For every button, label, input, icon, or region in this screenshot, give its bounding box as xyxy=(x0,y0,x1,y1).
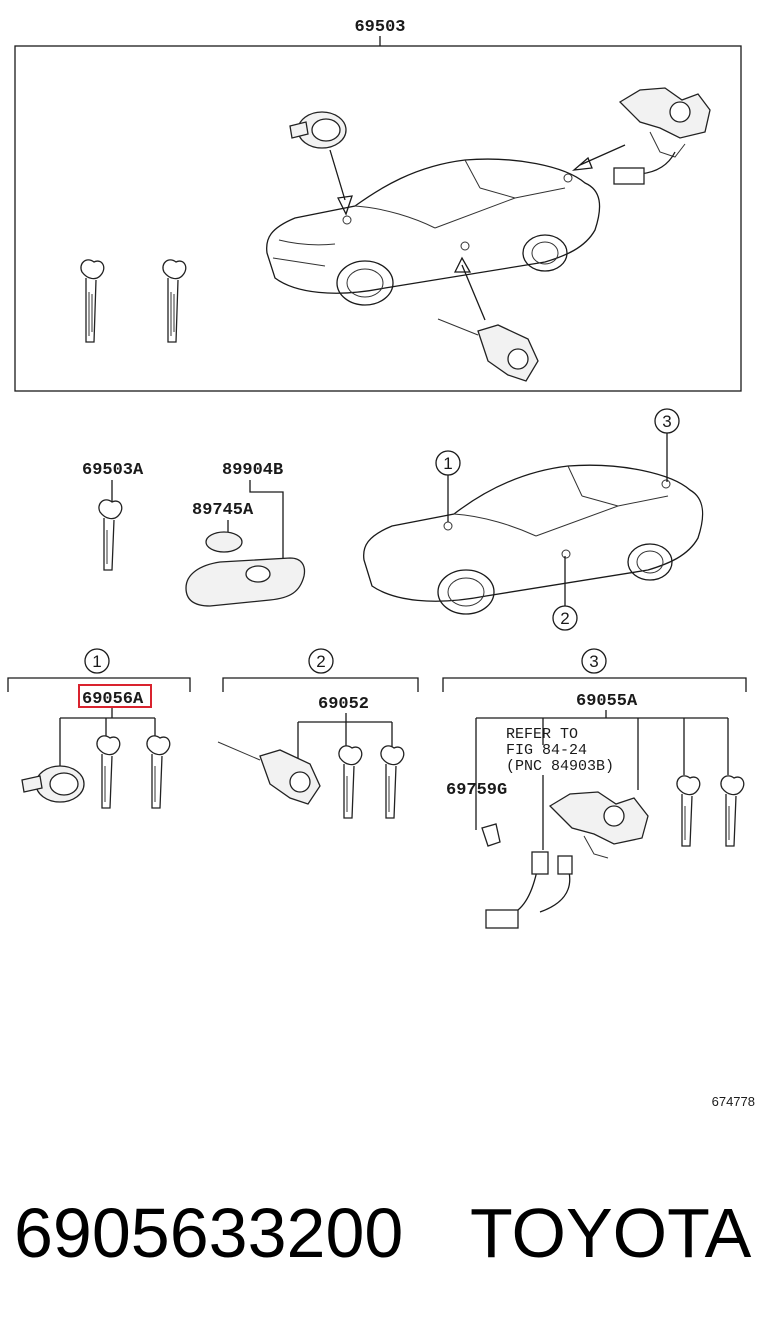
reference-note-line-1: REFER TO xyxy=(506,726,578,743)
top-panel-part-number[interactable]: 69503 xyxy=(354,18,405,37)
part-label-89745a[interactable]: 89745A xyxy=(192,501,254,520)
footer-brand: TOYOTA xyxy=(470,1194,752,1272)
door-lock-cylinder-illustration xyxy=(21,765,85,803)
key-illustration xyxy=(720,775,745,847)
trunk-lock-illustration xyxy=(217,741,321,805)
top-panel-frame xyxy=(14,45,742,392)
part-label-69052[interactable]: 69052 xyxy=(318,695,369,714)
key-illustration xyxy=(380,745,405,819)
part-label-69055a[interactable]: 69055A xyxy=(576,692,638,711)
location-marker xyxy=(84,648,110,674)
key-illustration xyxy=(80,259,105,343)
figure-id: 674778 xyxy=(712,1094,755,1109)
group-3: 3 69055A REFER TO FIG 84-24 (PNC 84903B)… xyxy=(442,648,747,929)
part-label-69056a[interactable]: 69056A xyxy=(82,690,144,709)
key-illustration xyxy=(338,745,363,819)
door-lock-cylinder-illustration xyxy=(289,111,347,149)
footer-part-code: 6905633200 xyxy=(14,1194,404,1272)
ignition-switch-illustration xyxy=(613,87,711,185)
part-label-89904b[interactable]: 89904B xyxy=(222,461,283,480)
location-marker-number: 2 xyxy=(316,652,325,671)
key-illustration xyxy=(162,259,187,343)
key-illustration xyxy=(98,499,123,571)
reference-note-line-3: (PNC 84903B) xyxy=(506,758,614,775)
middle-row: 69503A 89904B 89745A 1 xyxy=(82,408,704,631)
location-marker xyxy=(581,648,607,674)
battery-illustration xyxy=(205,531,243,553)
key-illustration xyxy=(146,735,171,809)
group-1: 1 69056A xyxy=(7,648,191,809)
trunk-lock-illustration xyxy=(437,318,539,382)
location-marker-number: 1 xyxy=(443,454,452,473)
location-marker-number: 1 xyxy=(92,652,101,671)
key-illustration xyxy=(676,775,701,847)
retainer-clip-illustration xyxy=(481,823,501,847)
car-illustration-top xyxy=(265,158,601,306)
location-marker-number: 3 xyxy=(589,652,598,671)
reference-note-line-2: FIG 84-24 xyxy=(506,742,587,759)
car-illustration-middle xyxy=(362,464,704,615)
location-marker-number: 3 xyxy=(662,412,671,431)
part-label-69503a[interactable]: 69503A xyxy=(82,461,144,480)
top-panel: 69503 xyxy=(14,18,742,392)
part-label-69759g[interactable]: 69759G xyxy=(446,781,507,800)
group-2: 2 69052 xyxy=(217,648,419,819)
ignition-switch-illustration xyxy=(548,791,649,859)
highlight-box xyxy=(78,684,152,708)
location-marker xyxy=(308,648,334,674)
key-illustration xyxy=(96,735,121,809)
key-fob-illustration xyxy=(185,557,306,607)
wire-harness-illustration xyxy=(485,851,573,929)
location-marker-number: 2 xyxy=(560,609,569,628)
